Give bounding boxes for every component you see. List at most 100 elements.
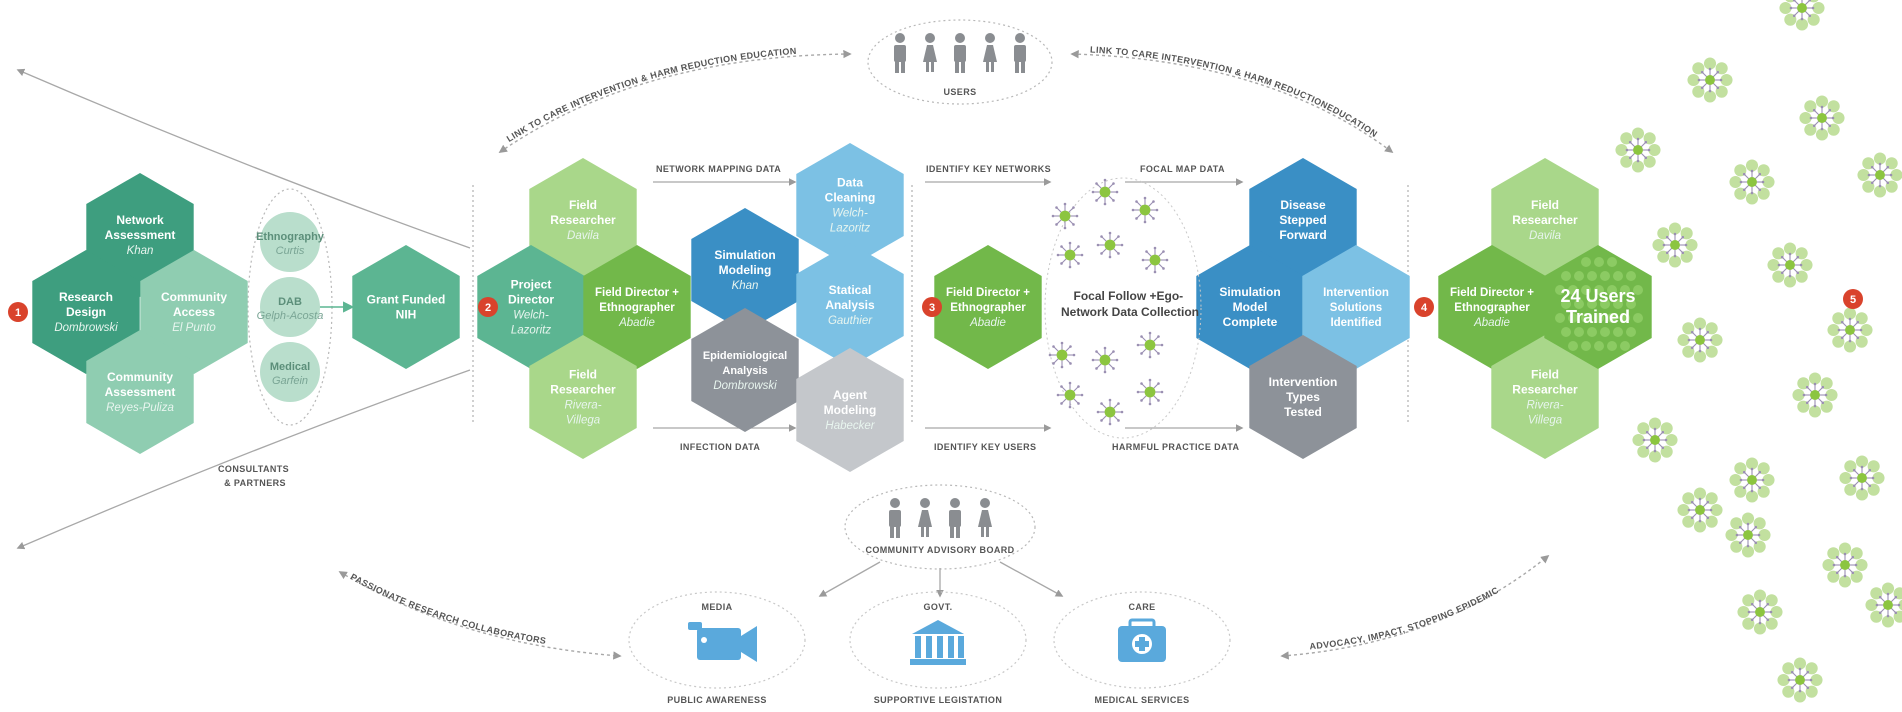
network-star-icon [1048,341,1076,369]
hex-community-access-person: El Punto [172,322,216,334]
hex-intervention-types-title: Tested [1284,405,1322,419]
hex-community-assessment-title: Community [107,370,173,384]
network-node-icon [1822,542,1868,588]
hex-field-researcher-bottom-4-title: Researcher [1512,383,1578,397]
govt-caption: SUPPORTIVE LEGISTATION [874,695,1002,705]
identify-key-networks-label: IDENTIFY KEY NETWORKS [926,164,1051,174]
hex-agent-modeling-title: Agent [833,388,867,402]
focal-follow-area: Focal Follow +Ego- Network Data Collecti… [1044,177,1202,439]
hex-simulation-complete-title: Model [1233,300,1268,314]
consultant-ethnography-person: Curtis [276,245,305,257]
male-user-icon [949,498,961,538]
hex-simulation-complete-title: Complete [1223,315,1278,329]
network-star-icon [1091,178,1119,206]
network-node-icon [1632,417,1678,463]
hex-field-researcher-top-4-title: Field [1531,198,1559,212]
hex-simulation-modeling-title: Modeling [719,263,772,277]
hex-data-cleaning-person: Welch- [832,208,868,220]
network-node-icon [1737,589,1783,635]
hex-grant-funded-title: NIH [396,308,417,322]
consultant-dab-person: Gelph-Acosta [257,310,324,322]
consultant-ethnography-title: Ethnography [256,231,325,243]
hex-field-director-4-person: Abadie [1473,317,1510,329]
hex-field-director-4-title: Field Director + [1450,287,1534,299]
female-user-icon [923,33,937,72]
focal-network-stars [1048,178,1169,426]
hex-field-researcher-bottom-title: Researcher [550,383,616,397]
hex-statical-analysis-title: Analysis [825,298,875,312]
hex-field-researcher-bottom-4-person: Rivera- [1526,400,1563,412]
flow-arrows [653,178,1244,432]
community-network-cluster [1615,0,1902,703]
network-node-icon [1865,582,1902,628]
step-number: 3 [929,302,935,314]
outlet-media: MEDIA PUBLIC AWARENESS [628,591,806,705]
female-user-icon [978,498,992,537]
network-node-icon [1799,95,1845,141]
hex-field-director-4-title: Ethnographer [1454,302,1530,314]
hex-disease-stepped-title: Disease [1280,198,1326,212]
hex-network-assessment-title: Assessment [105,228,176,242]
hex-field-researcher-top-title: Researcher [550,213,616,227]
advisory-board-label: COMMUNITY ADVISORY BOARD [865,545,1014,555]
hex-intervention-types-title: Types [1286,390,1320,404]
hex-project-director-person: Welch- [513,310,549,322]
hex-field-researcher-top-title: Field [569,198,597,212]
hex-field-researcher-bottom-4-person: Villega [1528,415,1562,427]
focal-map-data-label: FOCAL MAP DATA [1140,164,1225,174]
hex-statical-analysis-person: Gauthier [828,315,873,327]
step-badge-1: 1 [8,302,28,322]
flow-labels: NETWORK MAPPING DATA INFECTION DATA IDEN… [656,164,1239,452]
hex-field-director-2-person: Abadie [618,317,655,329]
hex-field-researcher-bottom-4-title: Field [1531,368,1559,382]
bottom-left-arc-label: PASSIONATE RESEARCH COLLABORATORS [349,572,547,646]
hex-field-director-3-person: Abadie [969,317,1006,329]
hex-intervention-solutions-title: Intervention [1323,287,1389,299]
network-node-icon [1827,307,1873,353]
network-star-icon [1131,196,1159,224]
video-camera-icon [688,622,757,662]
media-title: MEDIA [702,602,733,612]
top-feedback-arcs [498,49,1394,154]
care-caption: MEDICAL SERVICES [1094,695,1189,705]
hex-simulation-modeling-person: Khan [732,280,759,292]
hex-field-researcher-top-4-person: Davila [1529,230,1561,242]
hex-intervention-solutions-title: Identified [1330,317,1381,329]
network-node-icon [1725,512,1771,558]
users-trained-line1: 24 Users [1560,286,1635,306]
network-node-icon [1729,159,1775,205]
network-node-icon [1687,57,1733,103]
step-badge-4: 4 [1414,297,1434,317]
step-number: 4 [1421,302,1428,314]
consultant-medical-title: Medical [270,361,310,373]
hex-simulation-complete-title: Simulation [1219,285,1280,299]
network-star-icon [1056,381,1084,409]
hex-community-assessment-person: Reyes-Puliza [106,402,174,414]
network-node-icon [1652,222,1698,268]
step-badge-3: 3 [922,297,942,317]
bottom-right-arc-label: ADVOCACY, IMPACT, STOPPING EPIDEMIC [1309,585,1500,652]
hex-disease-stepped-title: Forward [1279,228,1326,242]
hex-statical-analysis-title: Statical [829,283,872,297]
advisory-arrows [818,561,1064,598]
harmful-practice-data-label: HARMFUL PRACTICE DATA [1112,442,1239,452]
hex-field-researcher-bottom-person: Villega [566,415,600,427]
female-user-icon [918,498,932,537]
network-node-icon [1777,657,1823,703]
hex-research-design-person: Dombrowski [54,322,118,334]
media-caption: PUBLIC AWARENESS [667,695,767,705]
male-user-icon [889,498,901,538]
hex-community-access-title: Community [161,290,227,304]
network-mapping-data-label: NETWORK MAPPING DATA [656,164,781,174]
step-number: 1 [15,307,21,319]
